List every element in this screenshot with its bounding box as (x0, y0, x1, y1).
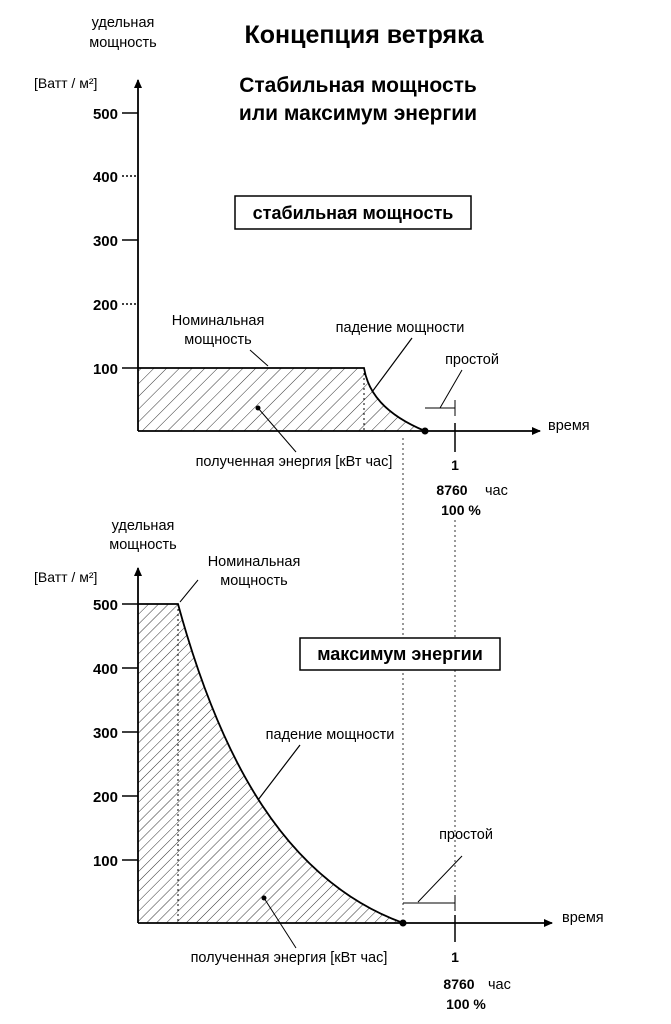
bottom-nominal-line2: мощность (220, 573, 287, 589)
bottom-box-frame (299, 637, 501, 671)
bottom-nominal-pointer (179, 579, 199, 603)
top-unit-label: [Ватт / м²] (34, 75, 97, 91)
bottom-y-ticks (122, 603, 138, 861)
diagram-title: Концепция ветряка (244, 21, 484, 49)
top-x-one-label: 1 (451, 457, 459, 473)
top-nominal-line2: мощность (184, 332, 251, 348)
top-ylabel-line2: мощность (89, 35, 156, 51)
bottom-hours-unit: час (488, 977, 511, 993)
top-hours-unit: час (485, 483, 508, 499)
bottom-unit-label: [Ватт / м²] (34, 569, 97, 585)
top-energy-pointer (257, 407, 297, 453)
top-tick-label-100: 100 (93, 361, 118, 378)
top-y-ticks (122, 112, 138, 369)
bottom-chart: 100 200 300 400 500 удельная мощность [В… (34, 518, 604, 1012)
bottom-tick-label-500: 500 (93, 597, 118, 614)
bottom-power-drop-label: падение мощности (266, 727, 395, 743)
bottom-tick-label-100: 100 (93, 853, 118, 870)
bottom-nominal-line1: Номинальная (208, 554, 301, 570)
top-power-drop-label: падение мощности (336, 320, 465, 336)
bottom-energy-label: полученная энергия [кВт час] (191, 950, 388, 966)
top-nominal-line1: Номинальная (172, 313, 265, 329)
bottom-downtime-label: простой (439, 827, 493, 843)
bottom-tick-label-400: 400 (93, 661, 118, 678)
bottom-energy-area (138, 604, 403, 923)
bottom-ylabel-line1: удельная (112, 518, 175, 534)
top-hours-label: 8760 (436, 482, 467, 498)
bottom-hours-label: 8760 (443, 976, 474, 992)
top-nominal-pointer (249, 349, 269, 367)
top-energy-area (138, 368, 425, 431)
top-tick-label-300: 300 (93, 233, 118, 250)
bottom-power-curve (138, 603, 404, 924)
diagram-subtitle-line1: Стабильная мощность (239, 74, 477, 97)
top-downtime-label: простой (445, 352, 499, 368)
top-tick-label-400: 400 (93, 169, 118, 186)
diagram-subtitle-line2: или максимум энергии (239, 102, 477, 125)
bottom-energy-pointer (263, 897, 297, 949)
top-ylabel-line1: удельная (92, 15, 155, 31)
top-tick-label-500: 500 (93, 106, 118, 123)
top-time-label: время (548, 418, 590, 434)
bottom-percent-label: 100 % (446, 996, 486, 1012)
top-box-frame (234, 195, 472, 230)
bottom-power-drop-pointer (257, 744, 301, 801)
top-box-label: стабильная мощность (253, 203, 454, 223)
bottom-downtime-pointer (417, 855, 463, 903)
bottom-end-point (399, 919, 407, 927)
top-tick-label-200: 200 (93, 297, 118, 314)
top-chart: 100 200 300 400 500 удельная мощность [В… (34, 15, 590, 518)
top-energy-pointer-dot (255, 405, 261, 411)
top-power-drop-pointer (371, 337, 413, 393)
bottom-time-label: время (562, 910, 604, 926)
bottom-energy-pointer-dot (261, 895, 267, 901)
bottom-tick-label-200: 200 (93, 789, 118, 806)
top-percent-label: 100 % (441, 502, 481, 518)
bottom-tick-label-300: 300 (93, 725, 118, 742)
bottom-x-one-label: 1 (451, 949, 459, 965)
top-energy-label: полученная энергия [кВт час] (196, 454, 393, 470)
bottom-box-label: максимум энергии (317, 644, 483, 664)
bottom-ylabel-line2: мощность (109, 537, 176, 553)
top-downtime-pointer (439, 369, 463, 409)
top-end-point (421, 427, 429, 435)
